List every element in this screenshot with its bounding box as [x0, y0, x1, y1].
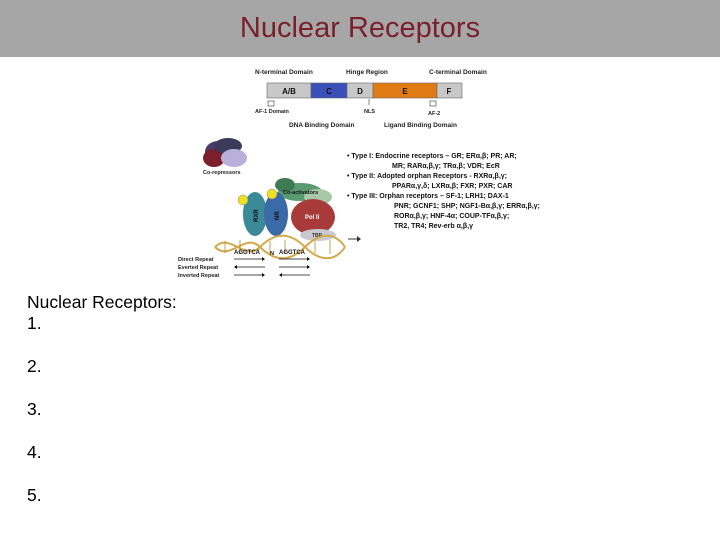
segment-f: [436, 82, 463, 99]
corepressor-complex: [203, 138, 247, 167]
arrow-head: [357, 236, 361, 242]
corepressors-label: Co-repressors: [203, 170, 241, 176]
list-item-2: 2.: [27, 356, 42, 376]
type-line-4: PPARα,γ,δ; LXRα,β; FXR; PXR; CAR: [392, 183, 512, 190]
domain-bar: A/B C D E F: [266, 82, 463, 99]
c-terminal-label: C-terminal Domain: [429, 69, 487, 76]
segment-f-label: F: [447, 87, 452, 96]
nuclear-receptor-figure: N-terminal Domain Hinge Region C-termina…: [0, 57, 720, 287]
tbp-label: TBP: [312, 233, 323, 239]
type-line-1: • Type I: Endocrine receptors – GR; ERα,…: [347, 153, 517, 160]
type-line-7: RORα,β,γ; HNF-4α; COUP-TFα,β,γ;: [394, 213, 509, 220]
dbd-caption: DNA Binding Domain: [289, 122, 355, 129]
slide-title: Nuclear Receptors: [239, 12, 481, 44]
segment-c-label: C: [326, 87, 332, 96]
notes-list: Nuclear Receptors: 1. 2. 3. 4. 5.: [27, 292, 427, 505]
inverted-arrow-2-head: [279, 273, 282, 277]
segment-ab-label: A/B: [282, 87, 296, 96]
pol2-complex: [291, 199, 335, 235]
hinge-label: Hinge Region: [346, 69, 388, 76]
receptor-type-list: • Type I: Endocrine receptors – GR; ERα,…: [347, 153, 540, 230]
lbd-caption: Ligand Binding Domain: [384, 122, 457, 129]
direct-arrow-1-head: [262, 257, 265, 261]
coactivators-label: Co-activators: [283, 190, 318, 196]
title-banner: [0, 0, 720, 57]
list-item-1: 1.: [27, 313, 42, 333]
inverted-arrow-1-head: [262, 273, 265, 277]
pol2-label: Pol II: [305, 215, 320, 221]
repeat-direct: Direct Repeat: [178, 257, 214, 263]
repeat-everted: Everted Repeat: [178, 265, 218, 271]
segment-e-label: E: [402, 87, 408, 96]
nls-label: NLS: [364, 109, 375, 115]
list-item-3: 3.: [27, 399, 42, 419]
type-line-3: • Type II: Adopted orphan Receptors - RX…: [347, 173, 507, 180]
tbp-protein: [300, 229, 336, 241]
everted-arrow-2-head: [307, 265, 310, 269]
dna-helix: [214, 234, 346, 260]
n-terminal-label: N-terminal Domain: [255, 69, 313, 76]
type-line-5: • Type III: Orphan receptors – SF-1; LRH…: [347, 193, 509, 200]
type-line-8: TR2, TR4; Rev-erb α,β,γ: [394, 223, 473, 230]
af2-label: AF-2: [428, 111, 440, 117]
everted-arrow-1-head: [234, 265, 237, 269]
list-item-4: 4.: [27, 442, 42, 462]
list-item-5: 5.: [27, 485, 42, 505]
segment-d-label: D: [357, 87, 363, 96]
type-line-6: PNR; GCNF1; SHP; NGF1-Bα,β,γ; ERRα,β,γ;: [394, 203, 540, 210]
type-line-2: MR; RARα,β,γ; TRα,β; VDR; EcR: [392, 163, 500, 170]
spacer-label: N: [270, 251, 274, 257]
af1-marker: [267, 100, 275, 107]
half-site-2: AGGTCA: [279, 250, 306, 256]
af2-marker: [429, 100, 437, 107]
half-site-1: AGGTCA: [234, 250, 261, 256]
direct-arrow-2-head: [307, 257, 310, 261]
af1-label: AF-1 Domain: [255, 109, 290, 115]
nr-label: NR: [275, 211, 281, 220]
notes-heading: Nuclear Receptors:: [27, 292, 177, 312]
rxr-label: RXR: [254, 209, 260, 222]
receptor-dimer: [237, 188, 288, 236]
repeat-inverted: Inverted Repeat: [178, 273, 219, 279]
